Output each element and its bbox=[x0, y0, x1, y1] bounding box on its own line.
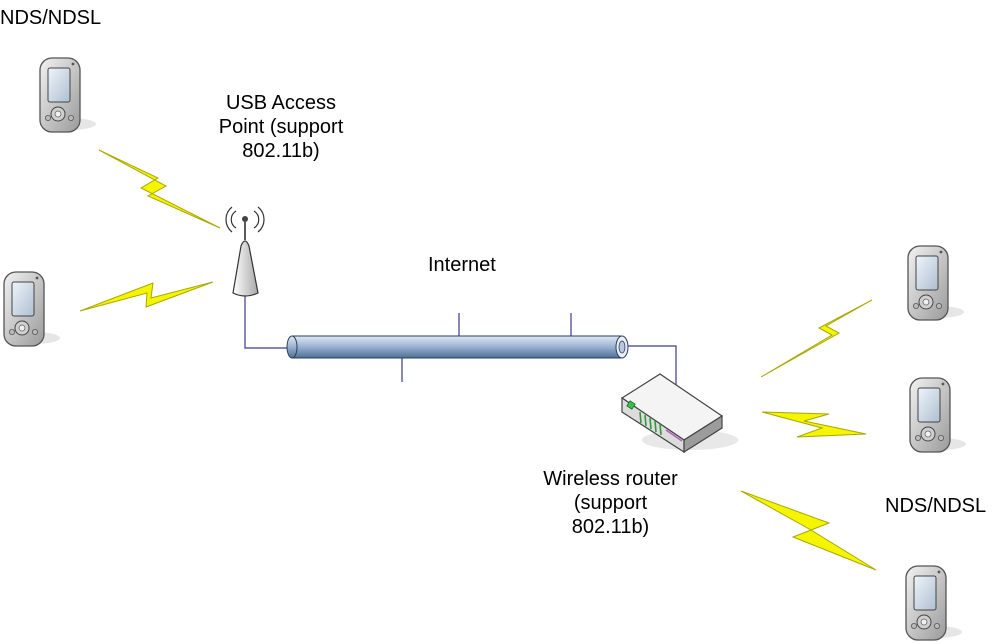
access-point-antenna-icon bbox=[225, 206, 265, 297]
lightning-bolt-icon bbox=[760, 299, 873, 378]
network-pipe-icon bbox=[286, 335, 629, 359]
nds-top-label: NDS/NDSL bbox=[0, 7, 102, 29]
handheld-device-icon bbox=[905, 565, 963, 641]
router-label-line-2: (support bbox=[573, 492, 648, 514]
handheld-device-icon bbox=[907, 245, 965, 321]
handheld-device-icon bbox=[39, 57, 97, 133]
router-label-line-1: Wireless router bbox=[543, 468, 678, 490]
nds-right-label: NDS/NDSL bbox=[885, 495, 987, 517]
handheld-device-icon bbox=[909, 377, 967, 453]
lightning-bolts bbox=[79, 149, 877, 571]
access-point-label-line-2: Point (support bbox=[218, 116, 344, 138]
wireless-router-icon bbox=[620, 373, 738, 454]
lightning-bolt-icon bbox=[98, 149, 221, 229]
router-label: Wireless router (support 802.11b) bbox=[513, 467, 708, 539]
access-point-label: USB Access Point (support 802.11b) bbox=[196, 91, 366, 163]
lightning-bolt-icon bbox=[761, 411, 867, 438]
access-point-label-line-3: 802.11b) bbox=[242, 140, 320, 162]
lightning-bolt-icon bbox=[79, 281, 214, 312]
router-label-line-3: 802.11b) bbox=[571, 516, 650, 538]
access-point-label-line-1: USB Access bbox=[225, 92, 337, 114]
lightning-bolt-icon bbox=[740, 490, 877, 571]
handheld-device-icon bbox=[3, 271, 61, 347]
internet-label: Internet bbox=[428, 254, 496, 276]
